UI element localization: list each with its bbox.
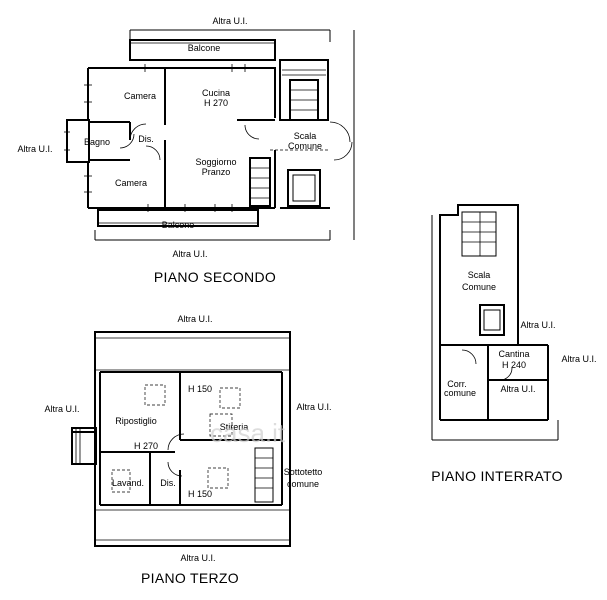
room-label-sottotetto-line2: comune	[287, 479, 319, 489]
room-label-dis-terzo: Dis.	[160, 478, 176, 488]
room-label-camera-2: Camera	[115, 178, 147, 188]
neighbor-label-top-terzo: Altra U.I.	[177, 314, 212, 324]
room-label-ripostiglio: Ripostiglio	[115, 416, 157, 426]
piano-interrato-plan: Scala Comune Altra U.I. Cantina H 240 Al…	[431, 204, 597, 484]
room-label-scala-line2: Comune	[288, 141, 322, 151]
room-label-balcone-bottom: Balcone	[162, 220, 195, 230]
room-label-cucina: Cucina	[202, 88, 230, 98]
room-label-corr-line1: Corr.	[447, 379, 467, 389]
room-label-corr-line2: comune	[444, 388, 476, 398]
neighbor-label-interrato-1: Altra U.I.	[520, 320, 555, 330]
watermark: casa.it	[210, 418, 286, 448]
room-label-soggiorno-line1: Soggiorno	[195, 157, 236, 167]
room-label-bagno: Bagno	[84, 137, 110, 147]
room-label-scala-line1: Scala	[294, 131, 317, 141]
neighbor-label-top: Altra U.I.	[212, 16, 247, 26]
neighbor-label-left: Altra U.I.	[17, 144, 52, 154]
neighbor-label-left-terzo: Altra U.I.	[44, 404, 79, 414]
room-label-scala-interrato-line1: Scala	[468, 270, 491, 280]
neighbor-label-bottom-terzo: Altra U.I.	[180, 553, 215, 563]
piano-terzo-plan: Altra U.I. Altra U.I. Altra U.I. Altra U…	[44, 314, 331, 586]
height-label-bottom: H 150	[188, 489, 212, 499]
room-label-lavanderia: Lavand.	[112, 478, 144, 488]
room-label-balcone-top: Balcone	[188, 43, 221, 53]
neighbor-label-bottom: Altra U.I.	[172, 249, 207, 259]
height-label-top: H 150	[188, 384, 212, 394]
room-label-soggiorno-line2: Pranzo	[202, 167, 231, 177]
room-label-scala-interrato-line2: Comune	[462, 282, 496, 292]
room-label-camera-1: Camera	[124, 91, 156, 101]
room-label-dis: Dis.	[138, 134, 154, 144]
room-label-cucina-height: H 270	[204, 98, 228, 108]
neighbor-label-interrato-2: Altra U.I.	[500, 384, 535, 394]
plan-title-third: PIANO TERZO	[141, 570, 239, 586]
room-label-cantina-height: H 240	[502, 360, 526, 370]
room-label-sottotetto-line1: Sottotetto	[284, 467, 323, 477]
room-label-cantina: Cantina	[498, 349, 529, 359]
plan-title-second: PIANO SECONDO	[154, 269, 276, 285]
piano-secondo-plan: Altra U.I. Altra U.I. Altra U.I. Balcone…	[17, 16, 355, 285]
room-label-stireria: Stireria	[220, 422, 249, 432]
plan-title-basement: PIANO INTERRATO	[431, 468, 563, 484]
height-label-mid: H 270	[134, 441, 158, 451]
neighbor-label-right-terzo: Altra U.I.	[296, 402, 331, 412]
neighbor-label-interrato-right: Altra U.I.	[561, 354, 596, 364]
